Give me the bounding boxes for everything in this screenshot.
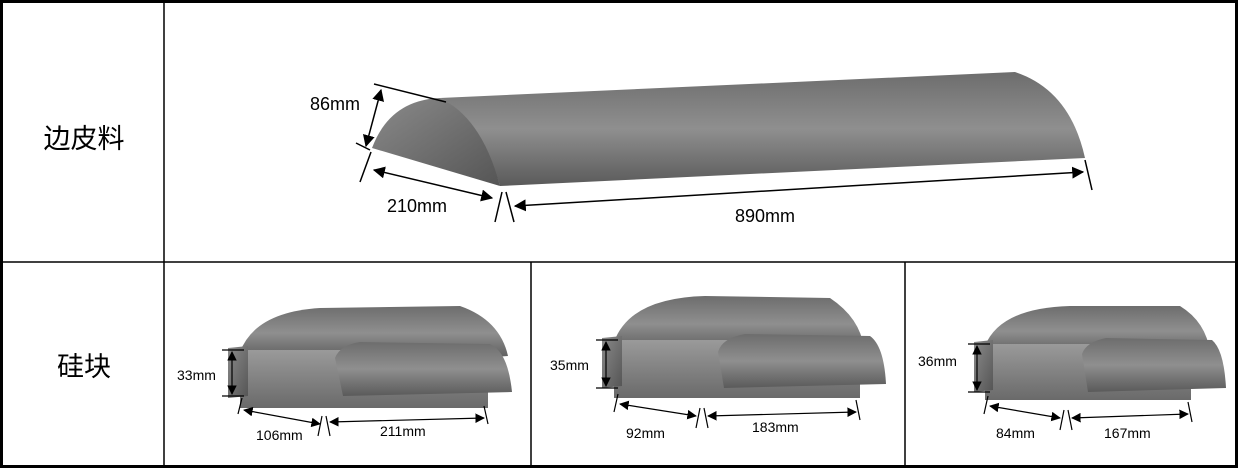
silicon-block-2-height-label: 35mm (550, 357, 589, 373)
edge-skin-width-label: 210mm (387, 196, 447, 216)
silicon-block-3-dimensions (968, 343, 1193, 431)
silicon-block-1-dimensions (222, 349, 489, 437)
edge-skin-illustration (372, 72, 1085, 186)
silicon-block-2-width-label: 92mm (626, 425, 665, 441)
silicon-block-2-length-label: 183mm (752, 419, 799, 435)
row-label-silicon-block: 硅块 (57, 352, 111, 383)
silicon-block-1-illustration (228, 306, 512, 408)
silicon-block-2-dimensions (596, 339, 861, 429)
silicon-block-3-length-label: 167mm (1104, 425, 1151, 441)
silicon-block-3-height-label: 36mm (918, 353, 957, 369)
row-label-edge-skin: 边皮料 (44, 124, 125, 155)
silicon-block-3-illustration (974, 306, 1226, 400)
edge-skin-dimensions (355, 83, 1093, 223)
silicon-block-1-width-label: 106mm (256, 427, 303, 443)
silicon-block-3-width-label: 84mm (996, 425, 1035, 441)
silicon-block-2-illustration (602, 296, 886, 398)
silicon-block-1-height-label: 33mm (177, 367, 216, 383)
edge-skin-height-label: 86mm (310, 94, 360, 114)
edge-skin-length-label: 890mm (735, 206, 795, 226)
silicon-block-1-length-label: 211mm (380, 423, 426, 439)
